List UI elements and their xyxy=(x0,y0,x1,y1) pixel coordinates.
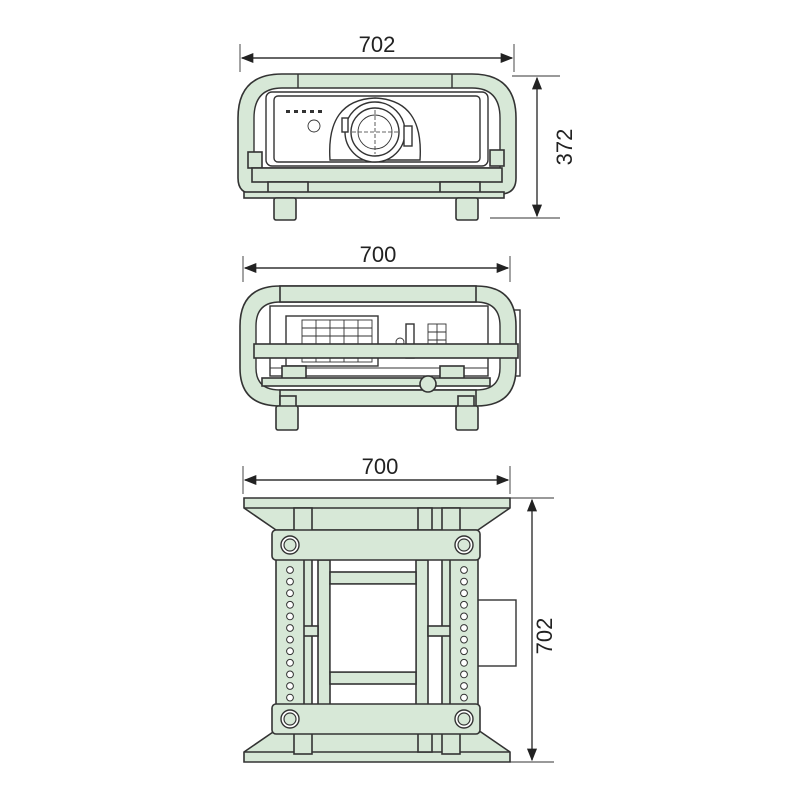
top-hole-row-left xyxy=(286,566,294,702)
rail-hole xyxy=(460,670,468,679)
front-foot-right xyxy=(455,197,479,221)
top-depth-label: 702 xyxy=(532,618,557,655)
front-lens-tab-left xyxy=(341,117,349,133)
front-base-bar xyxy=(251,167,503,183)
top-rear-beam xyxy=(271,703,481,735)
rail-hole xyxy=(286,589,294,598)
top-view: 700 702 xyxy=(242,454,557,763)
front-skid xyxy=(243,191,505,199)
top-tab-front xyxy=(417,507,433,531)
side-middle-bar xyxy=(253,343,519,359)
front-lens-tab-right xyxy=(403,125,413,147)
top-inner-tube-left xyxy=(317,559,331,707)
rail-hole xyxy=(286,658,294,667)
rail-hole xyxy=(460,647,468,656)
rail-hole xyxy=(286,635,294,644)
rail-hole xyxy=(460,589,468,598)
rail-hole xyxy=(460,566,468,574)
rail-hole xyxy=(286,693,294,702)
rail-hole xyxy=(286,612,294,621)
top-inner-tube-right xyxy=(415,559,429,707)
top-crossbar-rear xyxy=(329,671,417,685)
side-width-label: 700 xyxy=(360,242,397,267)
top-rear-box xyxy=(475,599,517,667)
rail-hole xyxy=(460,600,468,609)
side-bottom-bar xyxy=(279,389,477,407)
front-width-label: 702 xyxy=(359,32,396,57)
rail-hole xyxy=(286,600,294,609)
top-front-rail xyxy=(243,497,511,531)
rail-hole xyxy=(460,577,468,586)
top-bolt-rear-right xyxy=(454,709,474,729)
top-bolt-rear-left xyxy=(280,709,300,729)
rail-hole xyxy=(460,624,468,632)
rail-hole xyxy=(460,612,468,621)
front-height-label: 372 xyxy=(552,129,577,166)
rail-hole xyxy=(460,693,468,702)
front-view: 702 372 xyxy=(237,32,577,221)
front-indicator-leds xyxy=(286,110,322,113)
top-bolt-front-right xyxy=(454,535,474,555)
rail-hole xyxy=(286,577,294,586)
rail-hole xyxy=(460,682,468,690)
rail-hole xyxy=(460,658,468,667)
front-foot-left xyxy=(273,197,297,221)
rail-hole xyxy=(286,566,294,574)
front-sensor xyxy=(307,119,321,133)
side-skid xyxy=(261,377,491,387)
top-hole-row-right xyxy=(460,566,468,702)
side-knob xyxy=(419,375,437,393)
top-center-opening xyxy=(329,583,417,673)
rail-hole xyxy=(286,647,294,656)
rail-hole xyxy=(460,635,468,644)
top-crossbar-front xyxy=(329,571,417,585)
top-bolt-front-left xyxy=(280,535,300,555)
front-post-right xyxy=(489,149,505,167)
side-foot-left xyxy=(275,405,299,431)
side-view: 700 xyxy=(239,242,521,431)
side-foot-right xyxy=(455,405,479,431)
rail-hole xyxy=(286,682,294,690)
side-top-bar xyxy=(279,285,477,303)
front-post-left xyxy=(247,151,263,169)
rail-hole xyxy=(286,670,294,679)
top-width-label: 700 xyxy=(362,454,399,479)
rail-hole xyxy=(286,624,294,632)
top-front-beam xyxy=(271,529,481,561)
